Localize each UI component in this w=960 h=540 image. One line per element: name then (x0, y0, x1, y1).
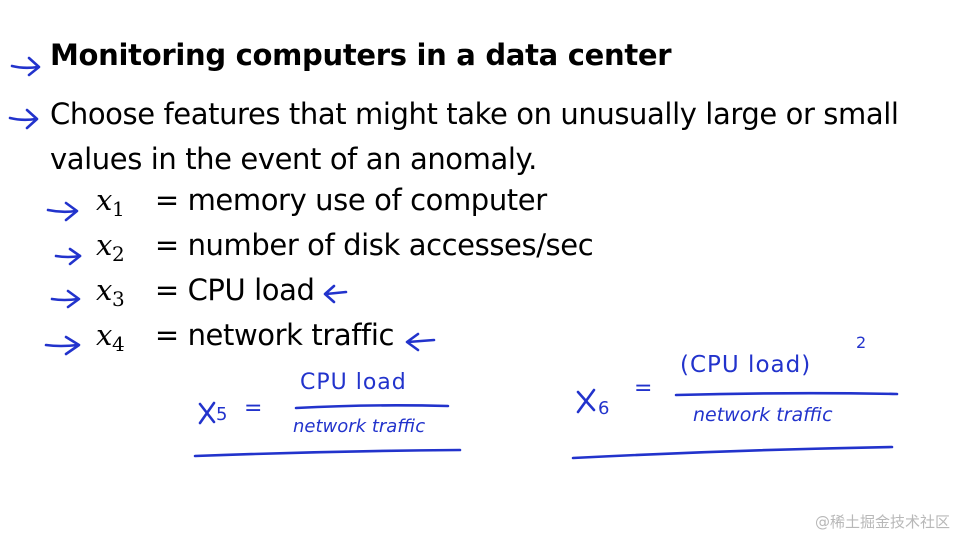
feature-description: number of disk accesses/sec (187, 228, 594, 262)
feature-variable: x3 (96, 273, 125, 311)
x6-subscript: 6 (598, 398, 610, 419)
feature-description: network traffic (187, 318, 395, 352)
x6-equals: = (634, 376, 653, 401)
x5-numerator: CPU load (300, 370, 407, 395)
underline-x5 (193, 448, 462, 458)
feature-x2: x2 = number of disk accesses/sec (96, 228, 594, 266)
x5-denominator: network traffic (293, 416, 426, 437)
feature-description: memory use of computer (187, 183, 548, 217)
fraction-bar-x5 (294, 404, 450, 410)
feature-variable: x4 (96, 318, 125, 356)
feature-equals: = (154, 273, 179, 307)
arrow-right-icon (44, 335, 81, 356)
arrow-left-icon (405, 332, 436, 352)
arrow-right-icon (8, 108, 39, 130)
watermark: @稀土掘金技术社区 (814, 513, 950, 531)
feature-equals: = (154, 228, 179, 262)
slide-heading: Monitoring computers in a data center (50, 38, 672, 72)
feature-variable: x2 (96, 228, 125, 266)
arrow-right-icon (54, 247, 82, 266)
feature-x4: x4 = network traffic (96, 318, 394, 356)
arrow-left-icon (323, 284, 348, 304)
feature-equals: = (154, 318, 179, 352)
fraction-bar-x6 (674, 391, 899, 397)
arrow-right-icon (46, 201, 79, 222)
x6-numerator: (CPU load) (680, 352, 812, 378)
feature-equals: = (154, 183, 179, 217)
x6-denominator: network traffic (693, 404, 833, 426)
arrow-right-icon (10, 56, 41, 77)
feature-variable: x1 (96, 183, 125, 221)
feature-x3: x3 = CPU load (96, 273, 315, 311)
x5-subscript: 5 (216, 404, 228, 425)
intro-text: Choose features that might take on unusu… (50, 97, 899, 176)
arrow-right-icon (50, 289, 81, 309)
underline-x6 (571, 445, 894, 460)
feature-description: CPU load (187, 273, 315, 307)
x5-equals: = (244, 396, 263, 421)
feature-x1: x1 = memory use of computer (96, 183, 547, 221)
x6-exponent: 2 (856, 333, 867, 352)
